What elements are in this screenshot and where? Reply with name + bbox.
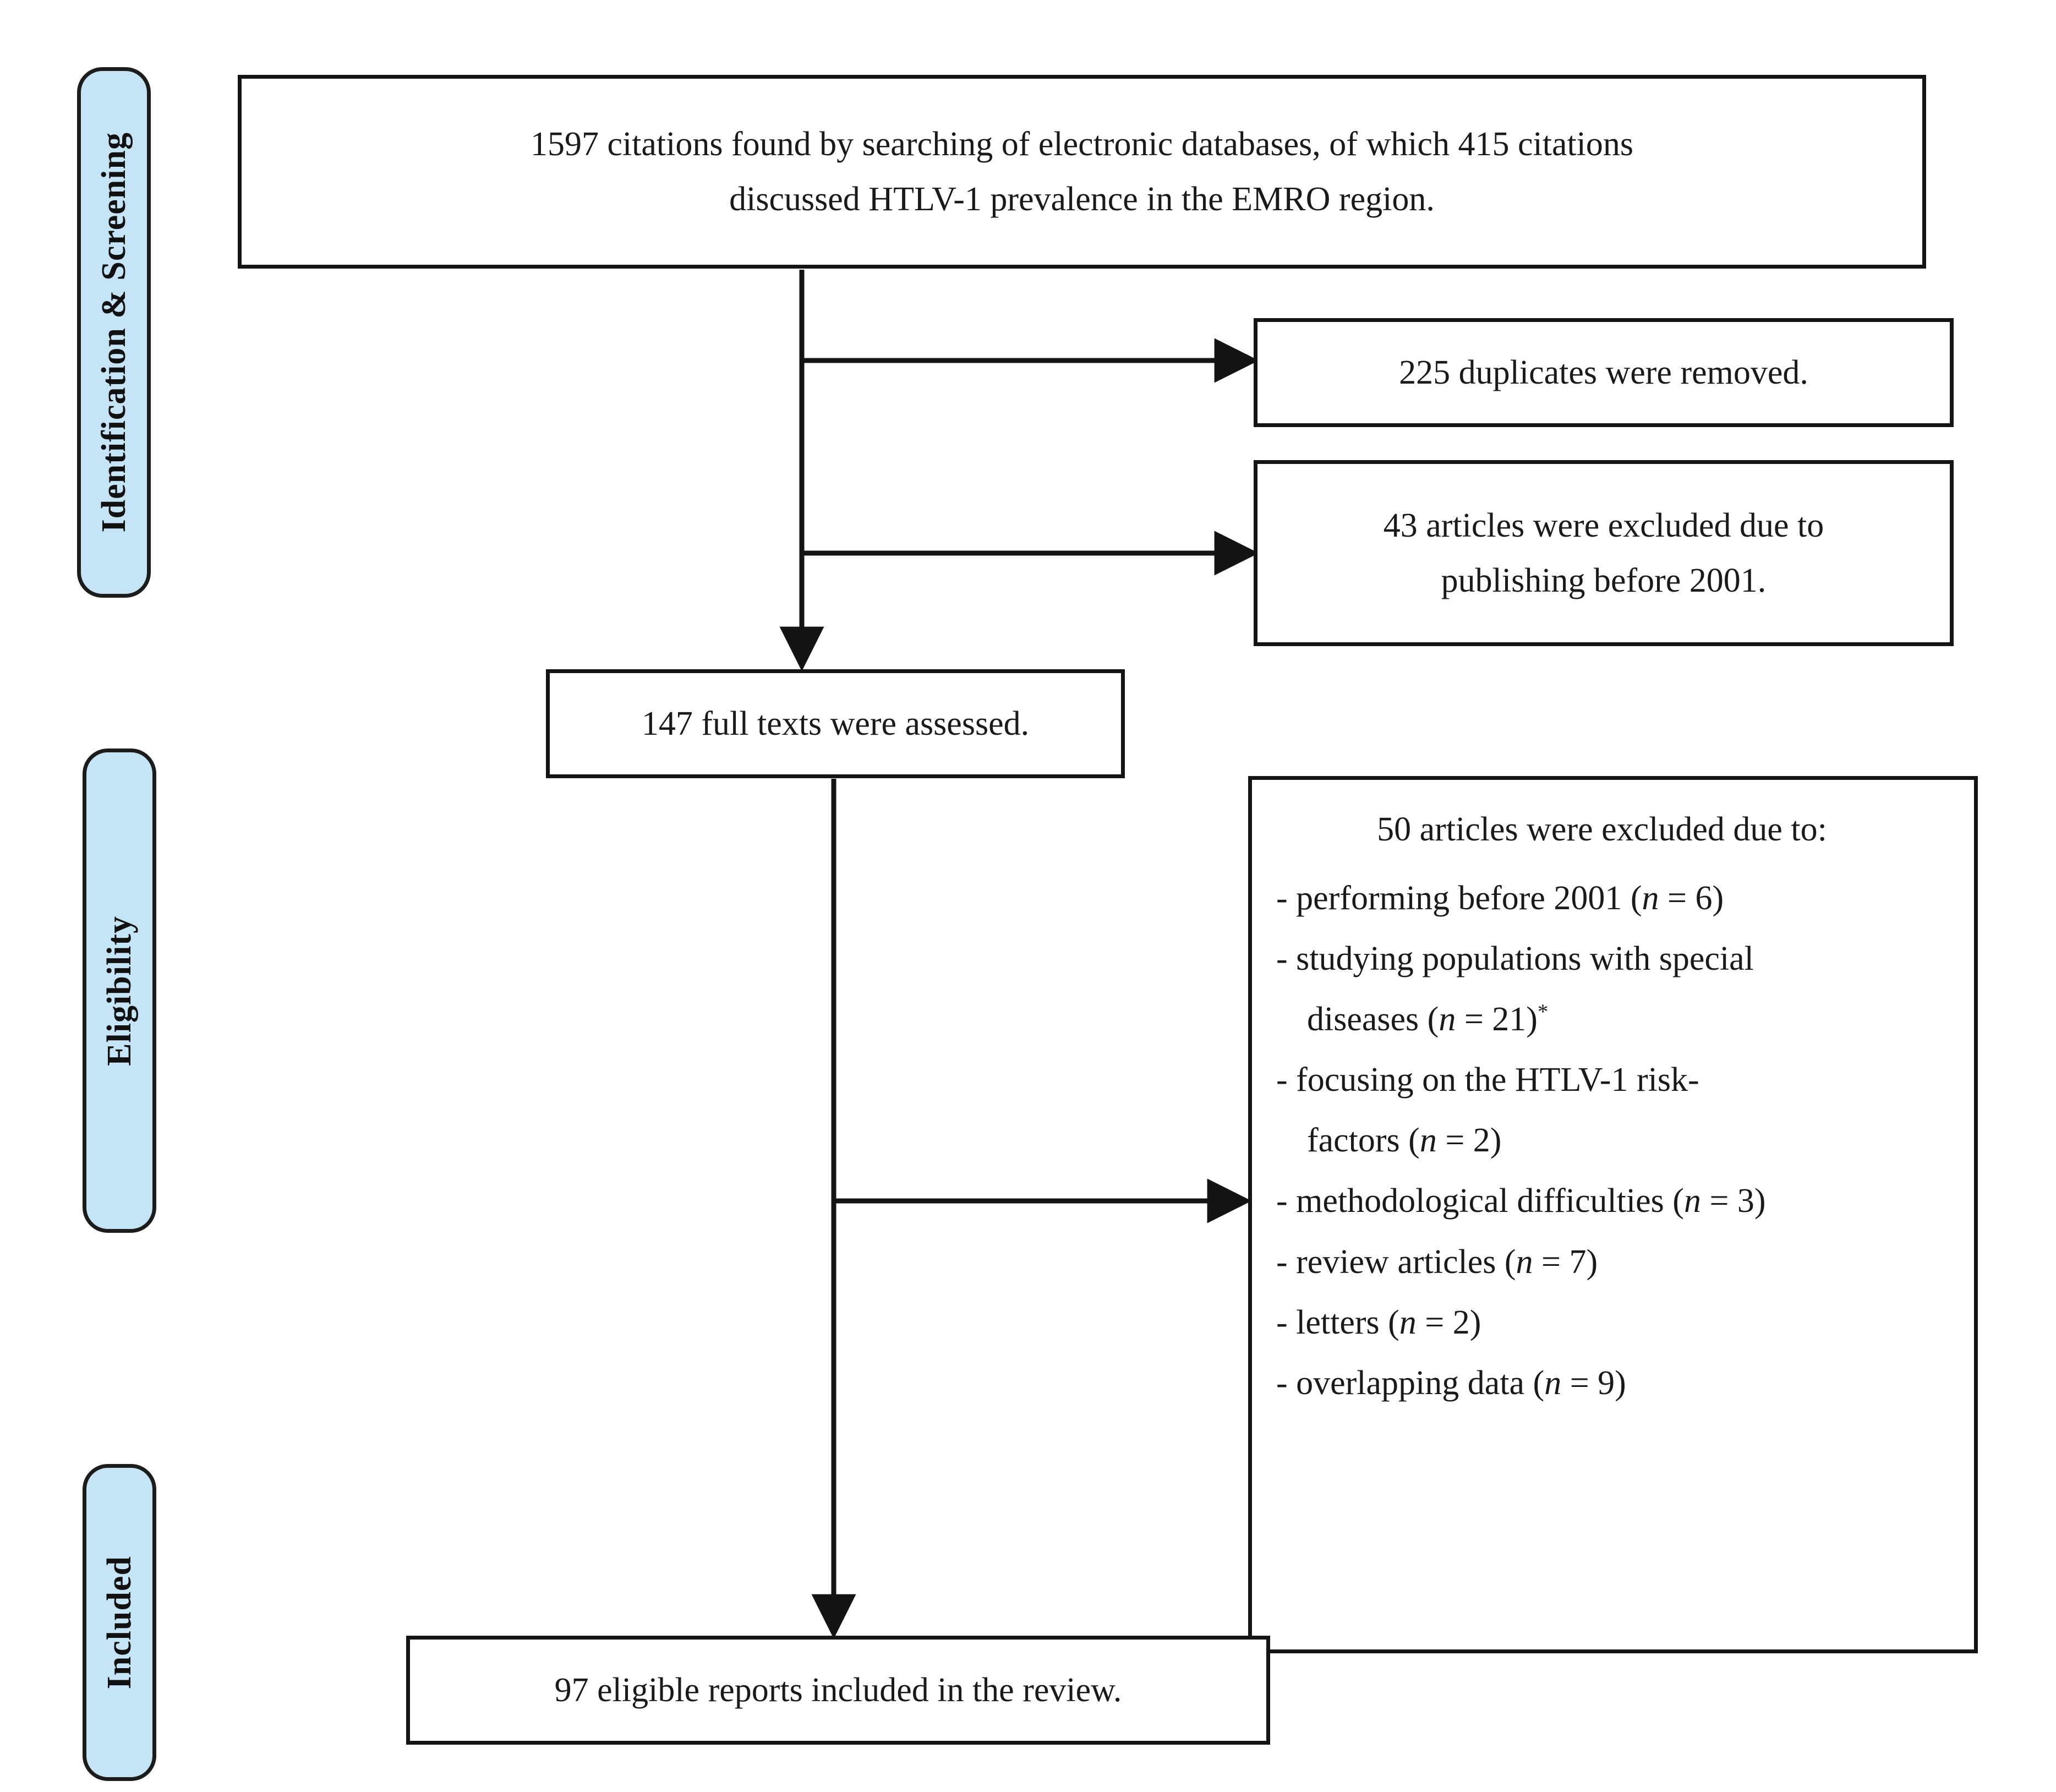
n-symbol: n — [1516, 1243, 1533, 1281]
exclusion-item-special-diseases-cont: diseases (n = 21)* — [1307, 993, 1955, 1046]
n-symbol: n — [1544, 1364, 1562, 1402]
exclusion-item-text: - performing before 2001 ( — [1276, 879, 1642, 917]
exclusion-item-text: - focusing on the HTLV-1 risk- — [1276, 1061, 1699, 1099]
exclusion-item-overlapping-data: - overlapping data (n = 9) — [1276, 1357, 1955, 1409]
box-included-reports: 97 eligible reports included in the revi… — [406, 1636, 1270, 1745]
stage-label-included: Included — [100, 1555, 138, 1690]
box-duplicates-removed-line1: 225 duplicates were removed. — [1399, 353, 1808, 391]
box-excluded-before-2001-text: 43 articles were excluded due to publish… — [1369, 498, 1839, 609]
exclusion-item-risk-factors: - focusing on the HTLV-1 risk- — [1276, 1053, 1955, 1106]
exclusion-item-text: - overlapping data ( — [1276, 1364, 1545, 1402]
box-full-texts-assessed: 147 full texts were assessed. — [546, 669, 1125, 778]
exclusion-item-n: = 9) — [1561, 1364, 1626, 1402]
exclusion-item-methodological: - methodological difficulties (n = 3) — [1276, 1174, 1955, 1227]
box-records-identified-line2: discussed HTLV-1 prevalence in the EMRO … — [729, 181, 1435, 218]
exclusion-item-n: = 2) — [1436, 1122, 1502, 1160]
stage-pill-eligibility: Eligibility — [83, 749, 156, 1233]
exclusion-item-n: = 7) — [1533, 1243, 1598, 1281]
exclusion-item-risk-factors-cont: factors (n = 2) — [1307, 1114, 1955, 1167]
stage-pill-identification-screening: Identification & Screening — [77, 67, 151, 598]
n-symbol: n — [1439, 1001, 1456, 1039]
exclusion-item-text: diseases ( — [1307, 1001, 1439, 1039]
n-symbol: n — [1642, 879, 1659, 917]
box-full-texts-assessed-line1: 147 full texts were assessed. — [641, 704, 1030, 742]
exclusion-item-review-articles: - review articles (n = 7) — [1276, 1236, 1955, 1288]
box-records-identified: 1597 citations found by searching of ele… — [238, 75, 1926, 269]
box-included-reports-line1: 97 eligible reports included in the revi… — [554, 1671, 1122, 1709]
box-excluded-before-2001: 43 articles were excluded due to publish… — [1254, 460, 1954, 646]
box-excluded-before-2001-line2: publishing before 2001. — [1441, 562, 1767, 599]
n-symbol: n — [1399, 1303, 1417, 1341]
exclusion-item-text: - studying populations with special — [1276, 940, 1754, 978]
box-full-texts-assessed-text: 147 full texts were assessed. — [627, 696, 1043, 751]
exclusion-item-text: - letters ( — [1276, 1303, 1399, 1341]
exclusion-item-text: - methodological difficulties ( — [1276, 1182, 1684, 1220]
box-included-reports-text: 97 eligible reports included in the revi… — [540, 1663, 1136, 1718]
footnote-star: * — [1537, 1000, 1549, 1024]
exclusion-item-n: = 3) — [1700, 1182, 1766, 1220]
exclusion-item-special-diseases: - studying populations with special — [1276, 932, 1955, 985]
exclusion-item-text: factors ( — [1307, 1122, 1420, 1160]
exclusions-heading: 50 articles were excluded due to: — [1377, 811, 1827, 848]
stage-label-eligibility: Eligibility — [100, 915, 138, 1066]
stage-pill-included: Included — [83, 1464, 156, 1781]
n-symbol: n — [1419, 1122, 1437, 1160]
box-fulltext-exclusions: 50 articles were excluded due to: - perf… — [1248, 776, 1978, 1653]
exclusion-item-n: = 2) — [1416, 1303, 1481, 1341]
box-duplicates-removed: 225 duplicates were removed. — [1254, 318, 1954, 427]
exclusion-item-performing-before-2001: - performing before 2001 (n = 6) — [1276, 872, 1955, 925]
stage-label-identification-screening: Identification & Screening — [95, 132, 133, 533]
exclusion-item-text: - review articles ( — [1276, 1243, 1516, 1281]
exclusion-item-n: = 21) — [1456, 1001, 1538, 1039]
box-duplicates-removed-text: 225 duplicates were removed. — [1385, 345, 1823, 400]
n-symbol: n — [1683, 1182, 1701, 1220]
box-records-identified-line1: 1597 citations found by searching of ele… — [530, 125, 1634, 163]
exclusion-item-n: = 6) — [1659, 879, 1724, 917]
box-excluded-before-2001-line1: 43 articles were excluded due to — [1383, 506, 1824, 544]
box-records-identified-text: 1597 citations found by searching of ele… — [516, 117, 1648, 227]
exclusion-item-letters: - letters (n = 2) — [1276, 1296, 1955, 1349]
